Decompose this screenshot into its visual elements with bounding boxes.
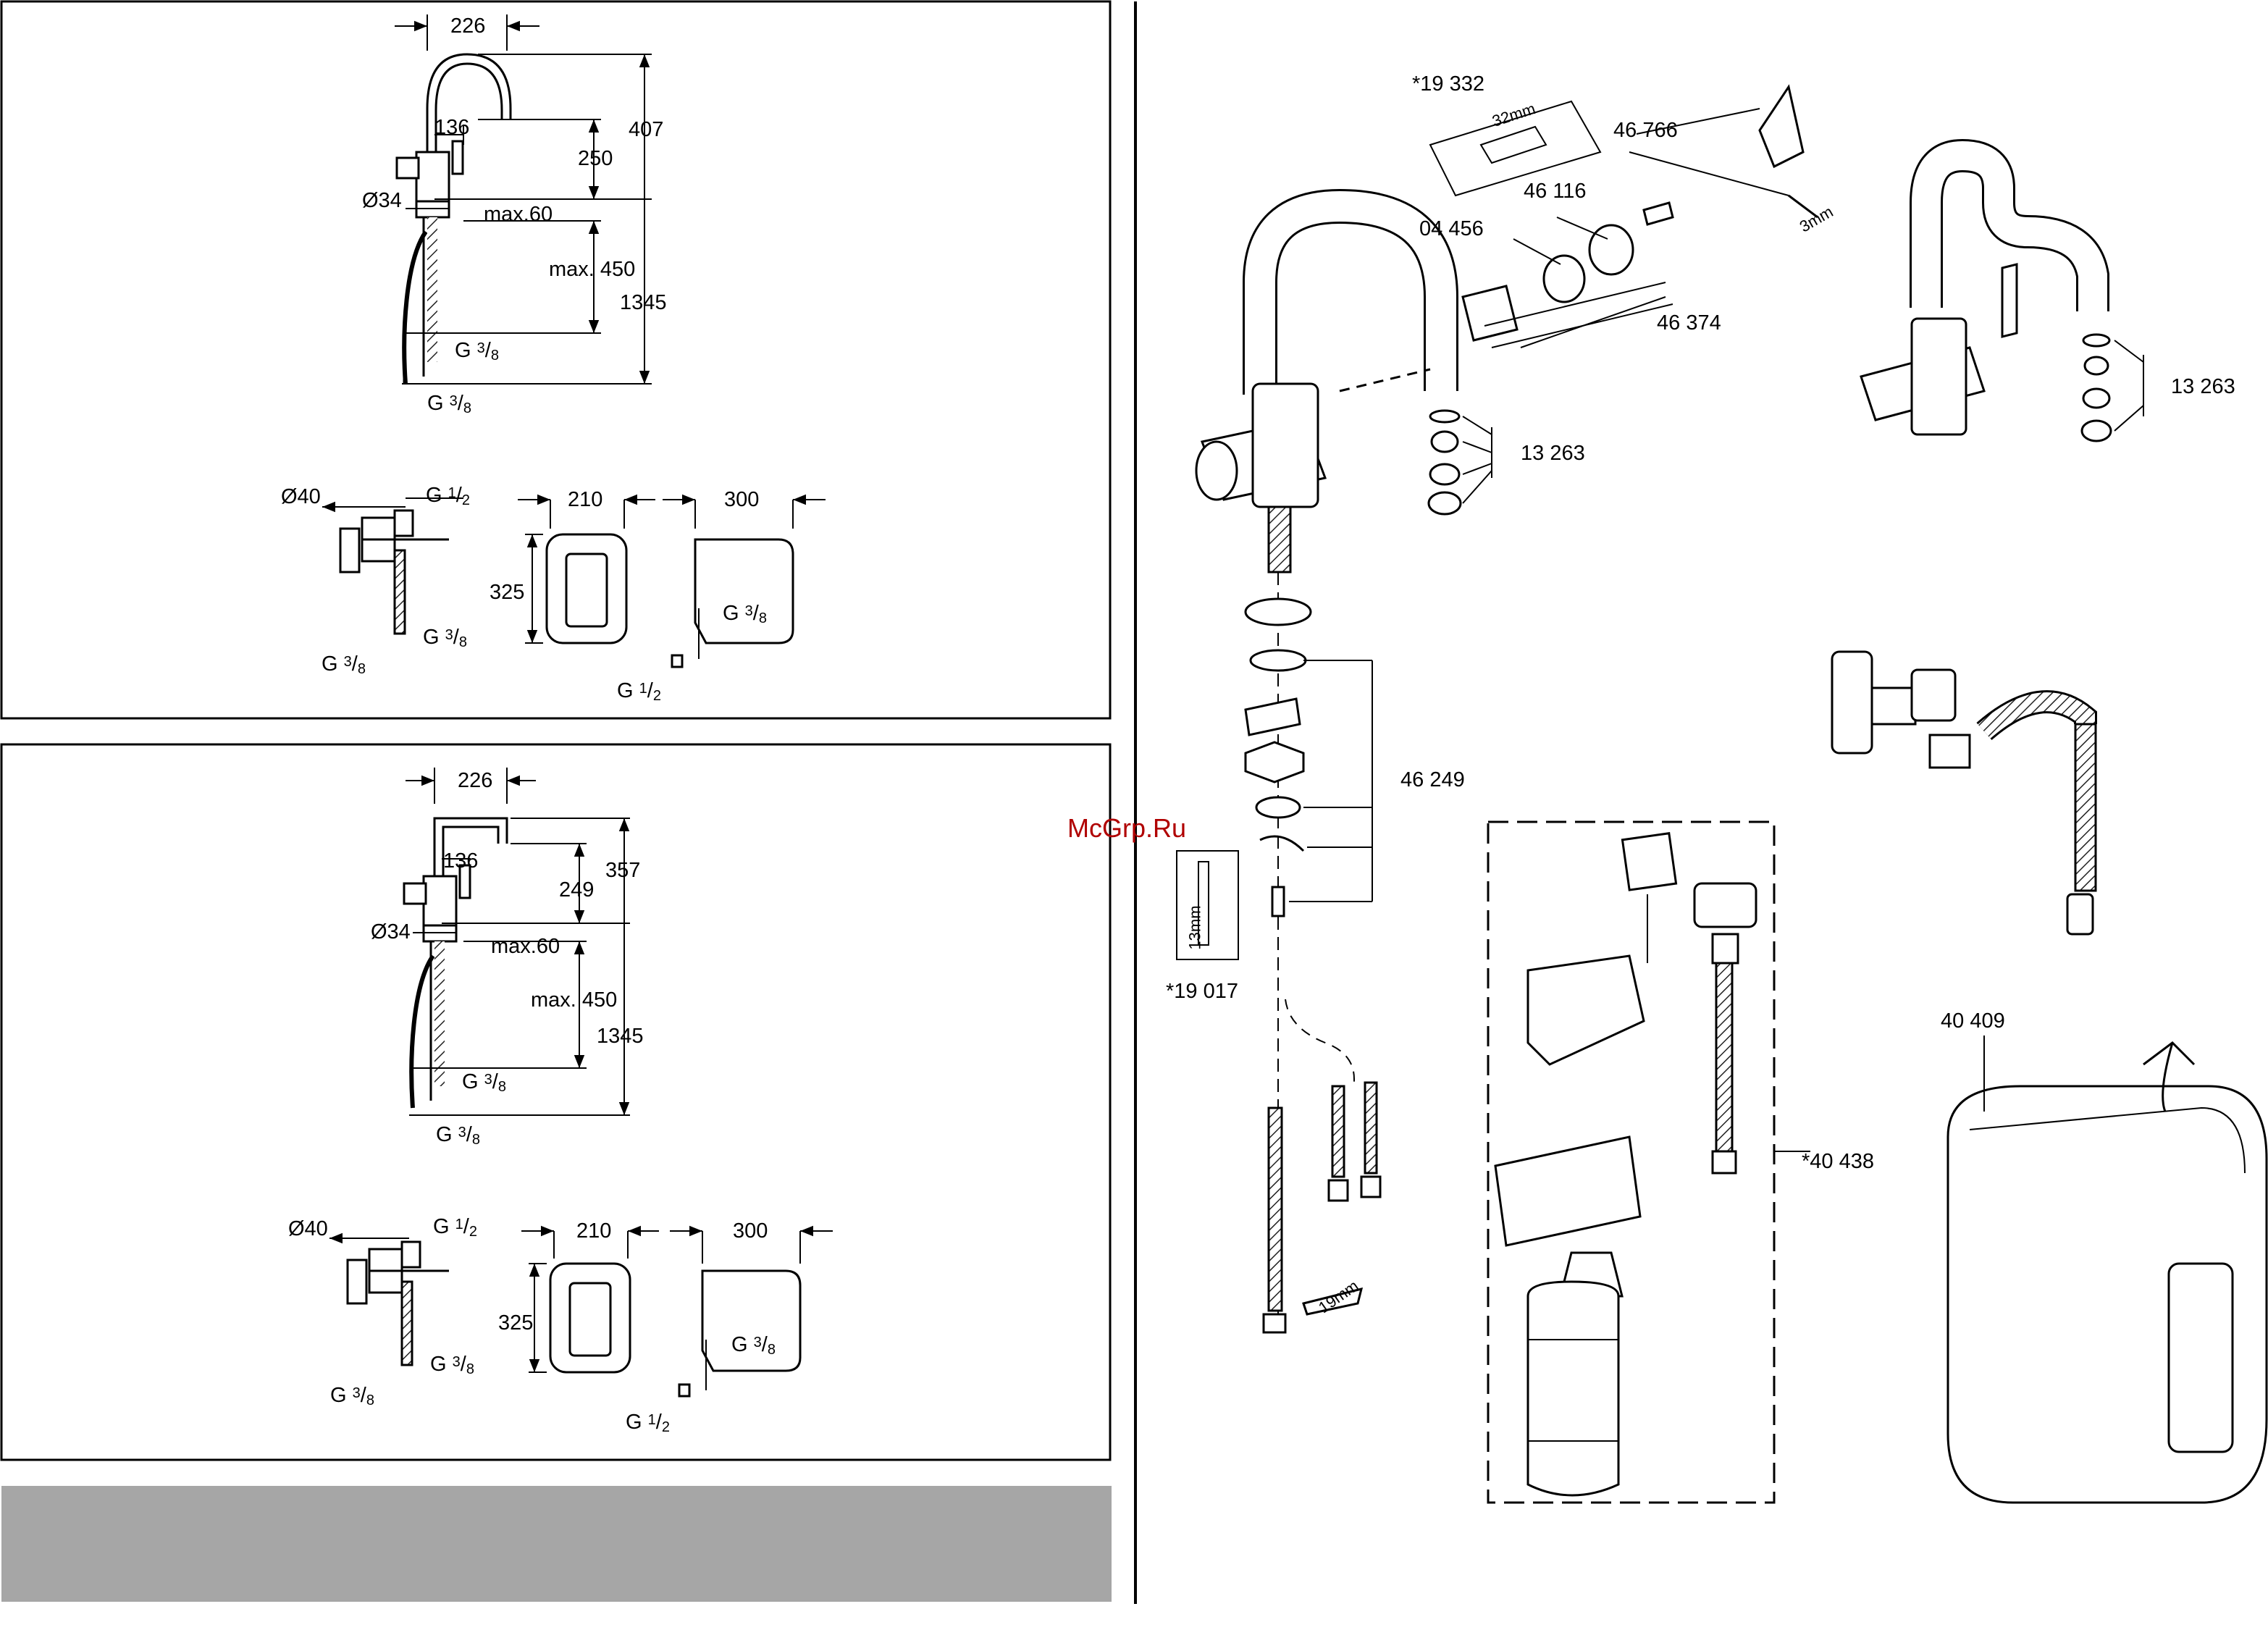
part-40438: *40 438 bbox=[1802, 1150, 1874, 1173]
upper-boiler-height: 325 bbox=[490, 581, 525, 604]
upper-spout-reach: 226 bbox=[450, 14, 486, 38]
upper-below-deck: max. 450 bbox=[549, 258, 636, 281]
footer-bar bbox=[1, 1486, 1112, 1602]
lower-boiler-width: 210 bbox=[576, 1219, 612, 1243]
tool-13mm-label: 13mm bbox=[1185, 905, 1204, 950]
upper-valve-thread-bot: G 3/8 bbox=[322, 652, 366, 677]
lower-valve-thread-mid: G 3/8 bbox=[430, 1353, 474, 1377]
tool-19332 bbox=[1429, 100, 1602, 197]
upper-faucet-drawing bbox=[395, 53, 512, 385]
lower-boiler-height: 325 bbox=[498, 1311, 534, 1335]
part-46374: 46 374 bbox=[1657, 311, 1721, 335]
lower-deck-max: max.60 bbox=[491, 935, 560, 958]
lower-valve-dia: Ø40 bbox=[288, 1217, 328, 1240]
part-19332: *19 332 bbox=[1412, 72, 1484, 96]
upper-lever-offset: 136 bbox=[434, 116, 470, 139]
upper-valve-drawing bbox=[322, 497, 463, 635]
upper-hole-dia: Ø34 bbox=[362, 189, 402, 212]
filter-system-kit bbox=[1487, 820, 1776, 1504]
upper-valve-thread-mid: G 3/8 bbox=[423, 626, 467, 650]
upper-thread-a: G 3/8 bbox=[455, 339, 499, 364]
lower-faucet-dimensions bbox=[406, 768, 630, 1116]
part-13263-right: 13 263 bbox=[2171, 375, 2235, 398]
lower-valve-drawing bbox=[329, 1232, 449, 1366]
upper-boiler-width: 210 bbox=[568, 488, 603, 511]
upper-faucet-dimensions bbox=[395, 14, 652, 385]
upper-boiler-thread-b: G 1/2 bbox=[617, 679, 661, 704]
upper-thread-b: G 3/8 bbox=[427, 392, 471, 416]
watermark-text: McGrp.Ru bbox=[1067, 813, 1187, 843]
lower-boiler-front bbox=[521, 1225, 659, 1374]
upper-height-spout: 250 bbox=[578, 147, 613, 170]
lower-height-spout: 249 bbox=[559, 878, 595, 902]
lower-boiler-depth: 300 bbox=[733, 1219, 768, 1243]
upper-hose-total: 1345 bbox=[620, 291, 667, 314]
part-46116: 46 116 bbox=[1524, 180, 1587, 203]
lower-valve-thread-bot: G 3/8 bbox=[330, 1384, 374, 1408]
square-spout-faucet bbox=[1860, 138, 2144, 442]
lower-spout-reach: 226 bbox=[458, 769, 493, 792]
part-13263-left: 13 263 bbox=[1521, 442, 1585, 465]
part-46766: 46 766 bbox=[1613, 119, 1678, 142]
lower-panel-frame bbox=[0, 743, 1112, 1461]
lower-faucet-drawing bbox=[403, 817, 508, 1109]
upper-valve-thread-top: G 1/2 bbox=[426, 484, 470, 508]
lower-boiler-thread-b: G 1/2 bbox=[626, 1411, 670, 1435]
lower-thread-a: G 3/8 bbox=[462, 1070, 506, 1095]
main-faucet-exploded bbox=[1195, 188, 1458, 574]
part-40409: 40 409 bbox=[1941, 1009, 2005, 1033]
upper-boiler-front bbox=[518, 494, 655, 644]
mounting-parts bbox=[1176, 572, 1373, 1332]
part-46249: 46 249 bbox=[1400, 768, 1465, 791]
part-19017: *19 017 bbox=[1166, 980, 1238, 1003]
lower-boiler-thread-a: G 3/8 bbox=[731, 1333, 776, 1358]
upper-boiler-thread-a: G 3/8 bbox=[723, 602, 767, 626]
boiler-unit bbox=[1946, 1041, 2268, 1504]
lower-height-total: 357 bbox=[605, 859, 641, 882]
upper-height-total: 407 bbox=[629, 118, 664, 141]
upper-boiler-depth: 300 bbox=[724, 488, 760, 511]
upper-panel-frame bbox=[0, 0, 1112, 720]
upper-boiler-side bbox=[663, 494, 826, 668]
aerator-parts-left bbox=[1427, 409, 1492, 516]
lower-valve-thread-top: G 1/2 bbox=[433, 1215, 477, 1240]
lower-lever-offset: 136 bbox=[443, 849, 479, 873]
cartridge-exploded bbox=[1461, 84, 1818, 348]
lower-hole-dia: Ø34 bbox=[371, 920, 411, 944]
leader-lines bbox=[1513, 108, 1985, 1152]
supply-hoses bbox=[1262, 999, 1382, 1334]
lower-below-deck: max. 450 bbox=[531, 988, 618, 1012]
part-04456: 04 456 bbox=[1419, 217, 1484, 240]
lower-thread-b: G 3/8 bbox=[436, 1123, 480, 1148]
lower-boiler-side bbox=[670, 1225, 833, 1398]
upper-valve-dia: Ø40 bbox=[281, 485, 321, 508]
upper-deck-max: max.60 bbox=[484, 203, 553, 226]
lower-hose-total: 1345 bbox=[597, 1025, 644, 1048]
angle-valve-assembly bbox=[1831, 650, 2097, 936]
